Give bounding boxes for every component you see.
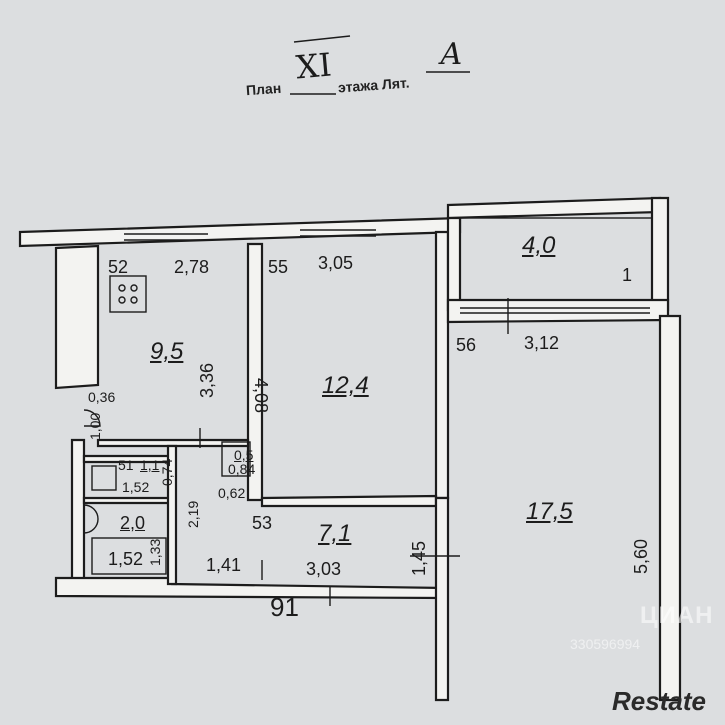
loggia-bottom-wall: [446, 298, 670, 324]
hall-area: 7,1: [318, 520, 352, 547]
partition-room1-bottom: [260, 494, 438, 508]
restate-logo: Restate: [612, 686, 706, 716]
door-swing-icon: [83, 409, 101, 427]
hall-small-dim: 0,62: [218, 485, 246, 501]
room2-area: 17,5: [526, 498, 573, 525]
wc-depth: 0,74: [159, 458, 175, 486]
closet-box: [221, 441, 251, 477]
outer-wall-top: [18, 216, 462, 248]
window-room1: [300, 229, 376, 237]
loggia-area: 4,0: [522, 232, 556, 259]
header-letter: А: [440, 37, 463, 72]
partition-room1-room2: [434, 230, 450, 500]
cian-watermark: ЦИАН: [640, 602, 714, 629]
window-kitchen: [124, 233, 208, 241]
footer-number: 91: [270, 592, 299, 622]
room1-code: 55: [268, 257, 289, 277]
room2-width: 3,12: [524, 333, 560, 353]
washbasin-icon: [83, 504, 99, 534]
bath-depth: 1,33: [147, 538, 163, 566]
room1-depth: 4,08: [251, 378, 271, 414]
header-prefix: План: [245, 79, 282, 99]
bath-partition: [82, 496, 174, 505]
outer-wall-bottom: [54, 576, 447, 600]
wc-area: 1,1: [140, 457, 160, 473]
outer-wall-left-upper: [54, 244, 100, 390]
loggia-marker: 1: [622, 265, 633, 285]
closet-area: 0,5: [234, 447, 254, 463]
room1-width: 3,05: [318, 253, 354, 273]
room2-left-lower-wall: [434, 496, 450, 702]
bath-right-wall: [166, 444, 178, 586]
loggia-top-wall: [446, 196, 662, 220]
header-floor: XI: [294, 45, 334, 87]
bathtub-icon: [91, 537, 167, 575]
niche-dim-2: 1,00: [87, 412, 103, 440]
kitchen-code: 52: [108, 257, 129, 277]
hall-width2: 1,41: [206, 555, 242, 575]
closet-side: 0,84: [228, 461, 256, 477]
hall-width: 3,03: [306, 559, 342, 579]
loggia-left-wall: [446, 216, 462, 312]
room2-code: 56: [456, 335, 477, 355]
loggia-room: [459, 217, 653, 301]
header-overline: [293, 35, 351, 43]
window-loggia: [460, 307, 650, 314]
room2-depth: 5,60: [631, 538, 651, 574]
kitchen-depth: 3,36: [197, 362, 217, 398]
loggia-right-wall: [650, 196, 670, 312]
partition-kitchen-bottom: [96, 438, 250, 448]
hall-code: 53: [252, 513, 273, 533]
outer-wall-left-lower: [70, 438, 86, 582]
toilet-icon: [91, 465, 117, 491]
room2-right-wall: [658, 314, 682, 702]
bath-width: 1,52: [108, 549, 144, 569]
wc-code: 51: [118, 457, 134, 473]
kitchen-width: 2,78: [174, 257, 210, 277]
niche-dim: 0,36: [88, 389, 116, 405]
stove-icon: [109, 275, 147, 313]
bath-area: 2,0: [120, 513, 146, 533]
wc-width: 1,52: [122, 479, 150, 495]
room1-area: 12,4: [322, 372, 369, 399]
cian-id-watermark: 330596994: [570, 636, 641, 652]
kitchen-area: 9,5: [150, 338, 184, 365]
corridor-depth: 2,19: [185, 500, 201, 528]
hall-depth: 1,45: [409, 540, 429, 576]
